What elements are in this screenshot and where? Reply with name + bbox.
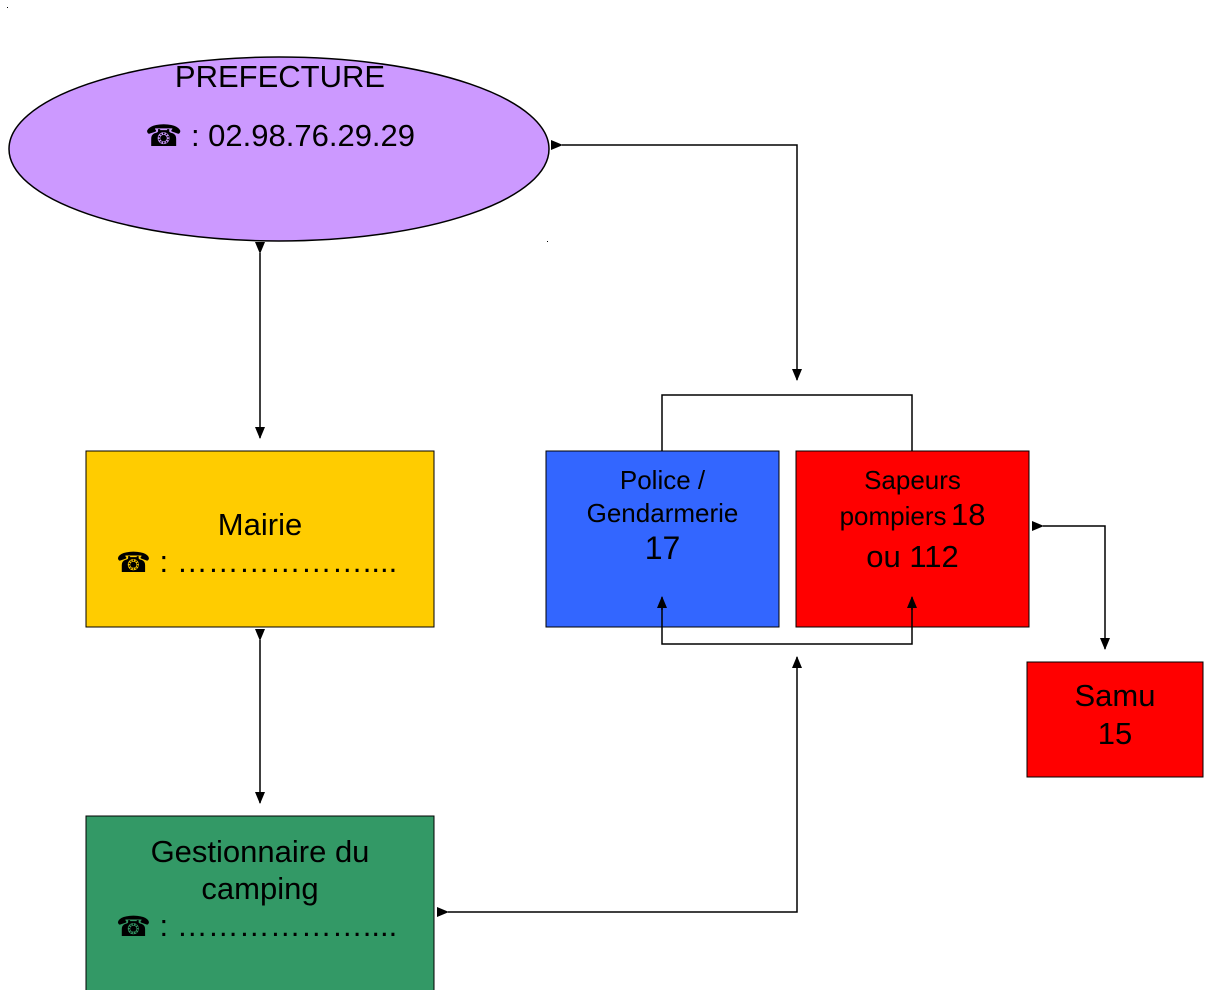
gestionnaire-title-line1: Gestionnaire du [150, 834, 370, 869]
sapeurs-line2-number: 18 [950, 497, 986, 532]
police-label: Police / Gendarmerie 17 [546, 464, 779, 566]
prefecture-phone: ☎ : 02.98.76.29.29 [30, 117, 530, 155]
samu-line2: 15 [1097, 716, 1133, 751]
connector-services-bottom-bracket [661, 598, 913, 645]
sapeurs-line2: pompiers 18 [796, 497, 1029, 539]
prefecture-label: PREFECTURE ☎ : 02.98.76.29.29 [30, 58, 530, 155]
police-line2: Gendarmerie [586, 498, 739, 528]
sapeurs-line3: ou 112 [866, 539, 959, 574]
mairie-phone: ☎ : ……………….... [86, 543, 434, 580]
gestionnaire-node [85, 815, 435, 990]
samu-node [1026, 661, 1204, 778]
gestionnaire-label: Gestionnaire du camping ☎ : ……………….... [86, 833, 434, 945]
sapeurs-line2-word: pompiers [839, 501, 947, 531]
connector-gestionnaire-services [437, 656, 802, 917]
mairie-node [85, 450, 435, 628]
telephone-icon: ☎ [116, 910, 151, 944]
prefecture-phone-number: : 02.98.76.29.29 [182, 118, 416, 154]
connector-services-top-bracket [661, 394, 913, 451]
stray-dot [7, 7, 8, 8]
police-number: 17 [644, 530, 681, 566]
gestionnaire-phone-number: : ……………….... [150, 908, 398, 944]
sapeurs-line1: Sapeurs [864, 465, 961, 495]
samu-label: Samu 15 [1027, 677, 1203, 753]
telephone-icon: ☎ [116, 546, 151, 580]
police-line1: Police / [619, 465, 706, 495]
mairie-phone-number: : ……………….... [150, 544, 398, 580]
connector-prefecture-services [551, 140, 802, 381]
gestionnaire-phone: ☎ : ……………….... [86, 907, 434, 944]
mairie-title: Mairie [217, 507, 303, 542]
mairie-label: Mairie ☎ : ……………….... [86, 506, 434, 580]
prefecture-node [8, 56, 550, 242]
stray-dot [547, 241, 548, 242]
prefecture-title: PREFECTURE [174, 59, 386, 94]
connector-sapeurs-samu [1032, 521, 1110, 650]
telephone-icon: ☎ [144, 119, 183, 155]
samu-line1: Samu [1074, 678, 1156, 713]
sapeurs-label: Sapeurs pompiers 18 ou 112 [796, 464, 1029, 575]
gestionnaire-title-line2: camping [201, 871, 319, 907]
